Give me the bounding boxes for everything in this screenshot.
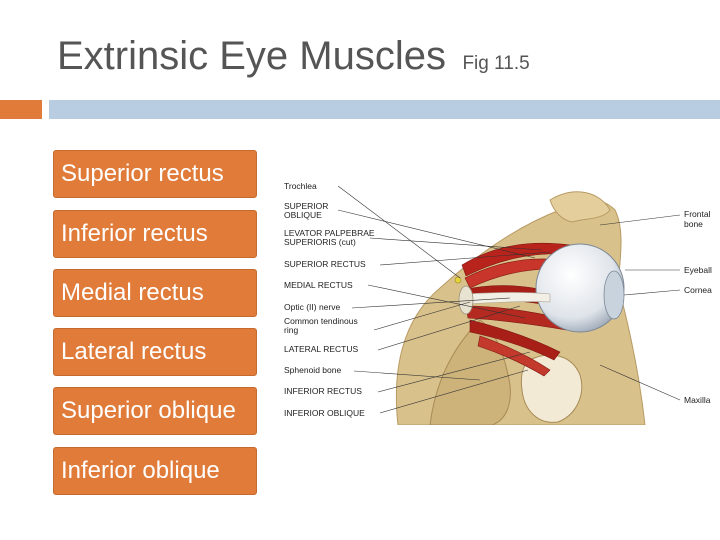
inferior-rectus-muscle [469,319,561,361]
label-superior-rectus: SUPERIOR RECTUS [284,259,366,269]
muscle-box-inferior-oblique: Inferior oblique [53,447,257,495]
frontal-bone [549,191,611,223]
label-trochlea: Trochlea [284,181,317,191]
label-frontal-bone-2: bone [684,219,703,229]
label-inferior-oblique: INFERIOR OBLIQUE [284,408,365,418]
leader-lines [337,185,681,414]
label-superior-oblique-2: OBLIQUE [284,210,322,220]
label-lateral-rectus: LATERAL RECTUS [284,344,358,354]
label-eyeball: Eyeball [684,265,712,275]
cornea [603,270,625,320]
slide-title: Extrinsic Eye Muscles Fig 11.5 [57,34,530,79]
label-tendinous-ring-2: ring [284,325,298,335]
trochlea [454,276,462,284]
muscle-box-superior-oblique: Superior oblique [53,387,257,435]
label-inferior-rectus: INFERIOR RECTUS [284,386,362,396]
title-figure-ref: Fig 11.5 [462,53,530,74]
accent-bar [0,100,42,119]
eye-muscle-figure: Trochlea SUPERIOR OBLIQUE LEVATOR PALPEB… [280,170,720,426]
label-sphenoid-bone: Sphenoid bone [284,365,341,375]
label-maxilla: Maxilla [684,395,711,405]
title-main: Extrinsic Eye Muscles [57,34,446,78]
muscle-box-superior-rectus: Superior rectus [53,150,257,198]
label-frontal-bone-1: Frontal [684,209,711,219]
label-tendinous-ring-1: Common tendinous [284,316,358,326]
common-tendinous-ring [458,285,474,315]
label-cornea: Cornea [684,285,712,295]
muscle-box-inferior-rectus: Inferior rectus [53,210,257,258]
label-levator-2: SUPERIORIS (cut) [284,237,356,247]
header-bar [49,100,720,119]
muscle-box-medial-rectus: Medial rectus [53,269,257,317]
muscle-box-lateral-rectus: Lateral rectus [53,328,257,376]
label-superior-oblique-1: SUPERIOR [284,201,328,211]
label-levator-1: LEVATOR PALPEBRAE [284,228,375,238]
eyeball [535,243,625,333]
label-optic-nerve: Optic (II) nerve [284,302,340,312]
label-medial-rectus: MEDIAL RECTUS [284,280,353,290]
eye-anatomy-illustration: Trochlea SUPERIOR OBLIQUE LEVATOR PALPEB… [284,181,712,426]
